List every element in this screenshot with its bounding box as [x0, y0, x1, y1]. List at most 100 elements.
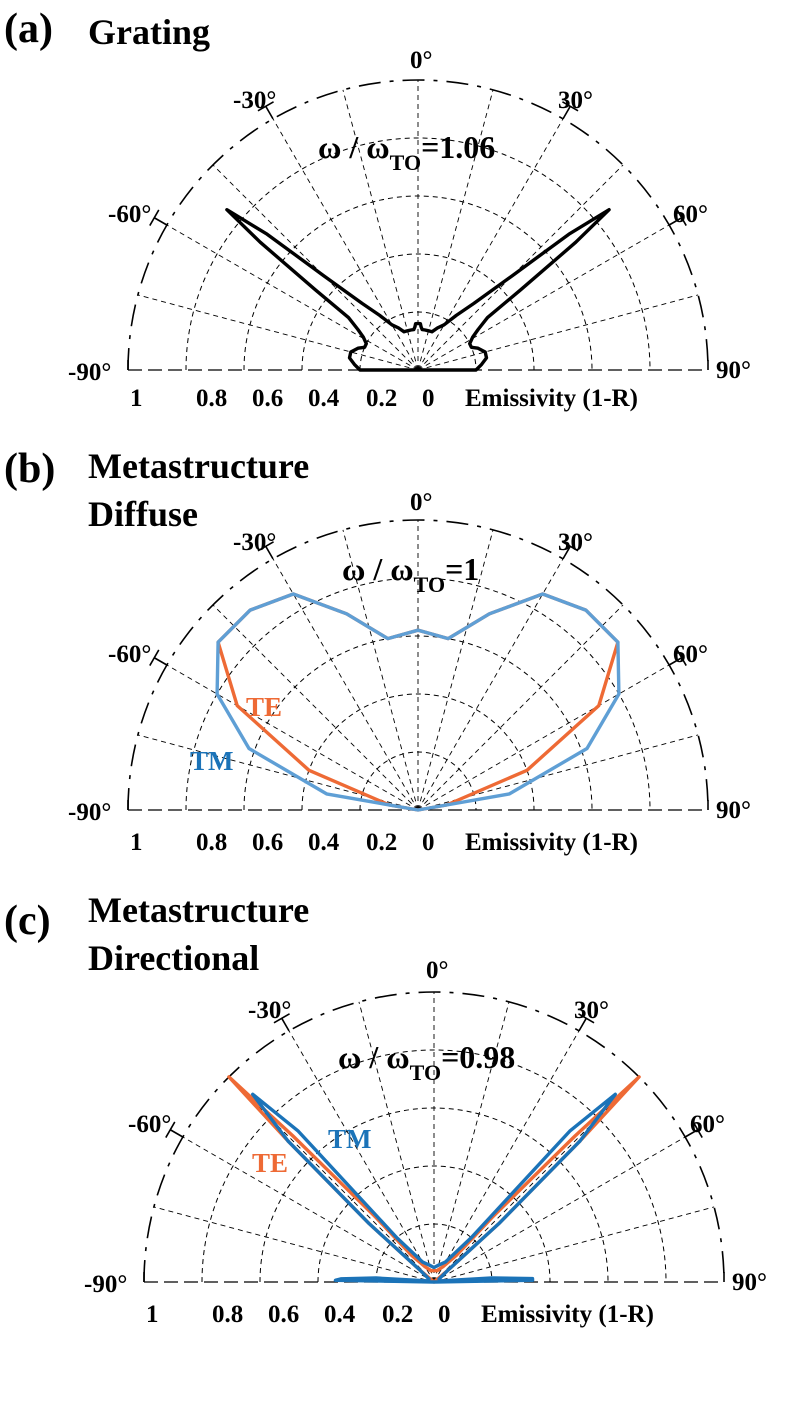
grid-spoke: [228, 1076, 435, 1283]
angle-tick-cap: [562, 541, 579, 552]
angle-tick: [169, 1129, 184, 1138]
grid-circle: [201, 1049, 667, 1283]
panel-title-line: Diffuse: [88, 494, 198, 534]
radial-axis-label: Emissivity (1-R): [465, 385, 638, 412]
annotation-value: =0.98: [441, 1039, 515, 1075]
grid-spoke: [182, 1136, 435, 1283]
angle-label: -60°: [108, 641, 151, 668]
series-label-te: TE: [246, 692, 282, 722]
angle-tick: [562, 105, 571, 120]
angle-tick-cap: [149, 649, 160, 666]
radial-tick-label: 1: [130, 829, 143, 856]
grid-spoke: [417, 664, 670, 811]
angle-label: 0°: [426, 957, 449, 984]
radial-tick-label: 0.6: [252, 385, 283, 412]
grid-spoke: [288, 1030, 435, 1283]
angle-tick: [153, 657, 168, 666]
frequency-annotation: ω / ωTO=1: [342, 551, 479, 597]
series-label-tm: TM: [328, 1124, 372, 1154]
angle-label: -30°: [233, 529, 276, 556]
grid-spoke: [417, 224, 670, 371]
grid-spoke: [342, 529, 419, 811]
angle-label: 0°: [410, 489, 433, 516]
grid-circle: [301, 253, 535, 371]
grid-spoke: [417, 558, 564, 811]
grid-spoke: [342, 89, 419, 371]
grid-spoke: [417, 294, 699, 371]
grid-spoke: [166, 664, 419, 811]
panel-title-line: Metastructure: [88, 446, 309, 486]
radial-tick-label: 0: [422, 385, 435, 412]
angle-tick: [668, 657, 683, 666]
panel-title-line: Directional: [88, 938, 259, 978]
angle-tick: [265, 105, 274, 120]
grid-spoke: [433, 1030, 580, 1283]
grid-spoke: [272, 118, 419, 371]
annotation-prefix: ω / ω: [318, 129, 390, 165]
angle-label: 90°: [732, 1269, 767, 1296]
frequency-annotation: ω / ωTO=1.06: [318, 129, 495, 175]
angle-label: 60°: [673, 641, 708, 668]
angle-label: 60°: [673, 201, 708, 228]
annotation-subscript: TO: [410, 1060, 441, 1085]
angle-label: 0°: [410, 47, 433, 74]
angle-tick-cap: [257, 101, 274, 112]
grid-circle: [185, 577, 651, 811]
angle-tick: [562, 545, 571, 560]
grid-spoke: [433, 1136, 686, 1283]
radial-tick-label: 0.6: [252, 829, 283, 856]
series-label-te: TE: [252, 1148, 288, 1178]
radial-tick-label: 0.6: [268, 1301, 299, 1328]
annotation-value: =1.06: [421, 129, 495, 165]
grid-spoke: [433, 1076, 640, 1283]
grid-circle: [317, 1165, 551, 1283]
angle-label: -60°: [108, 201, 151, 228]
panel-label: (a): [4, 6, 53, 52]
grid-circle: [185, 137, 651, 371]
radial-tick-label: 0.2: [366, 829, 397, 856]
frequency-annotation: ω / ωTO=0.98: [338, 1039, 515, 1085]
radial-tick-label: 0.4: [324, 1301, 356, 1328]
angle-label: 90°: [716, 797, 751, 824]
radial-axis-label: Emissivity (1-R): [481, 1301, 654, 1328]
angle-label: 30°: [558, 87, 593, 114]
radial-tick-label: 0.8: [196, 385, 227, 412]
angle-label: -30°: [248, 997, 291, 1024]
grid-circle: [301, 693, 535, 811]
radial-tick-label: 0.8: [212, 1301, 243, 1328]
radial-axis-label: Emissivity (1-R): [465, 829, 638, 856]
grid-spoke: [417, 529, 494, 811]
radial-tick-label: 0: [438, 1301, 451, 1328]
annotation-value: =1: [445, 551, 479, 587]
angle-label: 30°: [574, 997, 609, 1024]
grid-spoke: [212, 164, 419, 371]
series-label-tm: TM: [190, 746, 234, 776]
angle-label: -90°: [68, 799, 111, 826]
radial-tick-label: 0.2: [382, 1301, 413, 1328]
angle-label: -60°: [128, 1111, 171, 1138]
grid-spoke: [166, 224, 419, 371]
angle-tick-cap: [165, 1121, 176, 1138]
radial-tick-label: 0.8: [196, 829, 227, 856]
grid-spoke: [433, 1206, 715, 1283]
angle-tick-cap: [692, 1121, 703, 1138]
angle-label: -30°: [233, 87, 276, 114]
panel-label: (c): [4, 898, 51, 944]
grid-spoke: [417, 604, 624, 811]
panel-label: (b): [4, 446, 55, 492]
angle-tick-cap: [562, 101, 579, 112]
angle-label: 60°: [690, 1111, 725, 1138]
curve-emissivity: [225, 208, 611, 372]
angle-label: 90°: [716, 357, 751, 384]
curve-tm: [251, 1092, 617, 1284]
angle-tick: [153, 217, 168, 226]
angle-tick: [668, 217, 683, 226]
grid-spoke: [212, 604, 419, 811]
grid-spoke: [137, 294, 419, 371]
angle-tick-cap: [676, 649, 687, 666]
annotation-subscript: TO: [390, 150, 421, 175]
angle-tick: [265, 545, 274, 560]
angle-tick-cap: [273, 1013, 290, 1024]
grid-spoke: [417, 118, 564, 371]
